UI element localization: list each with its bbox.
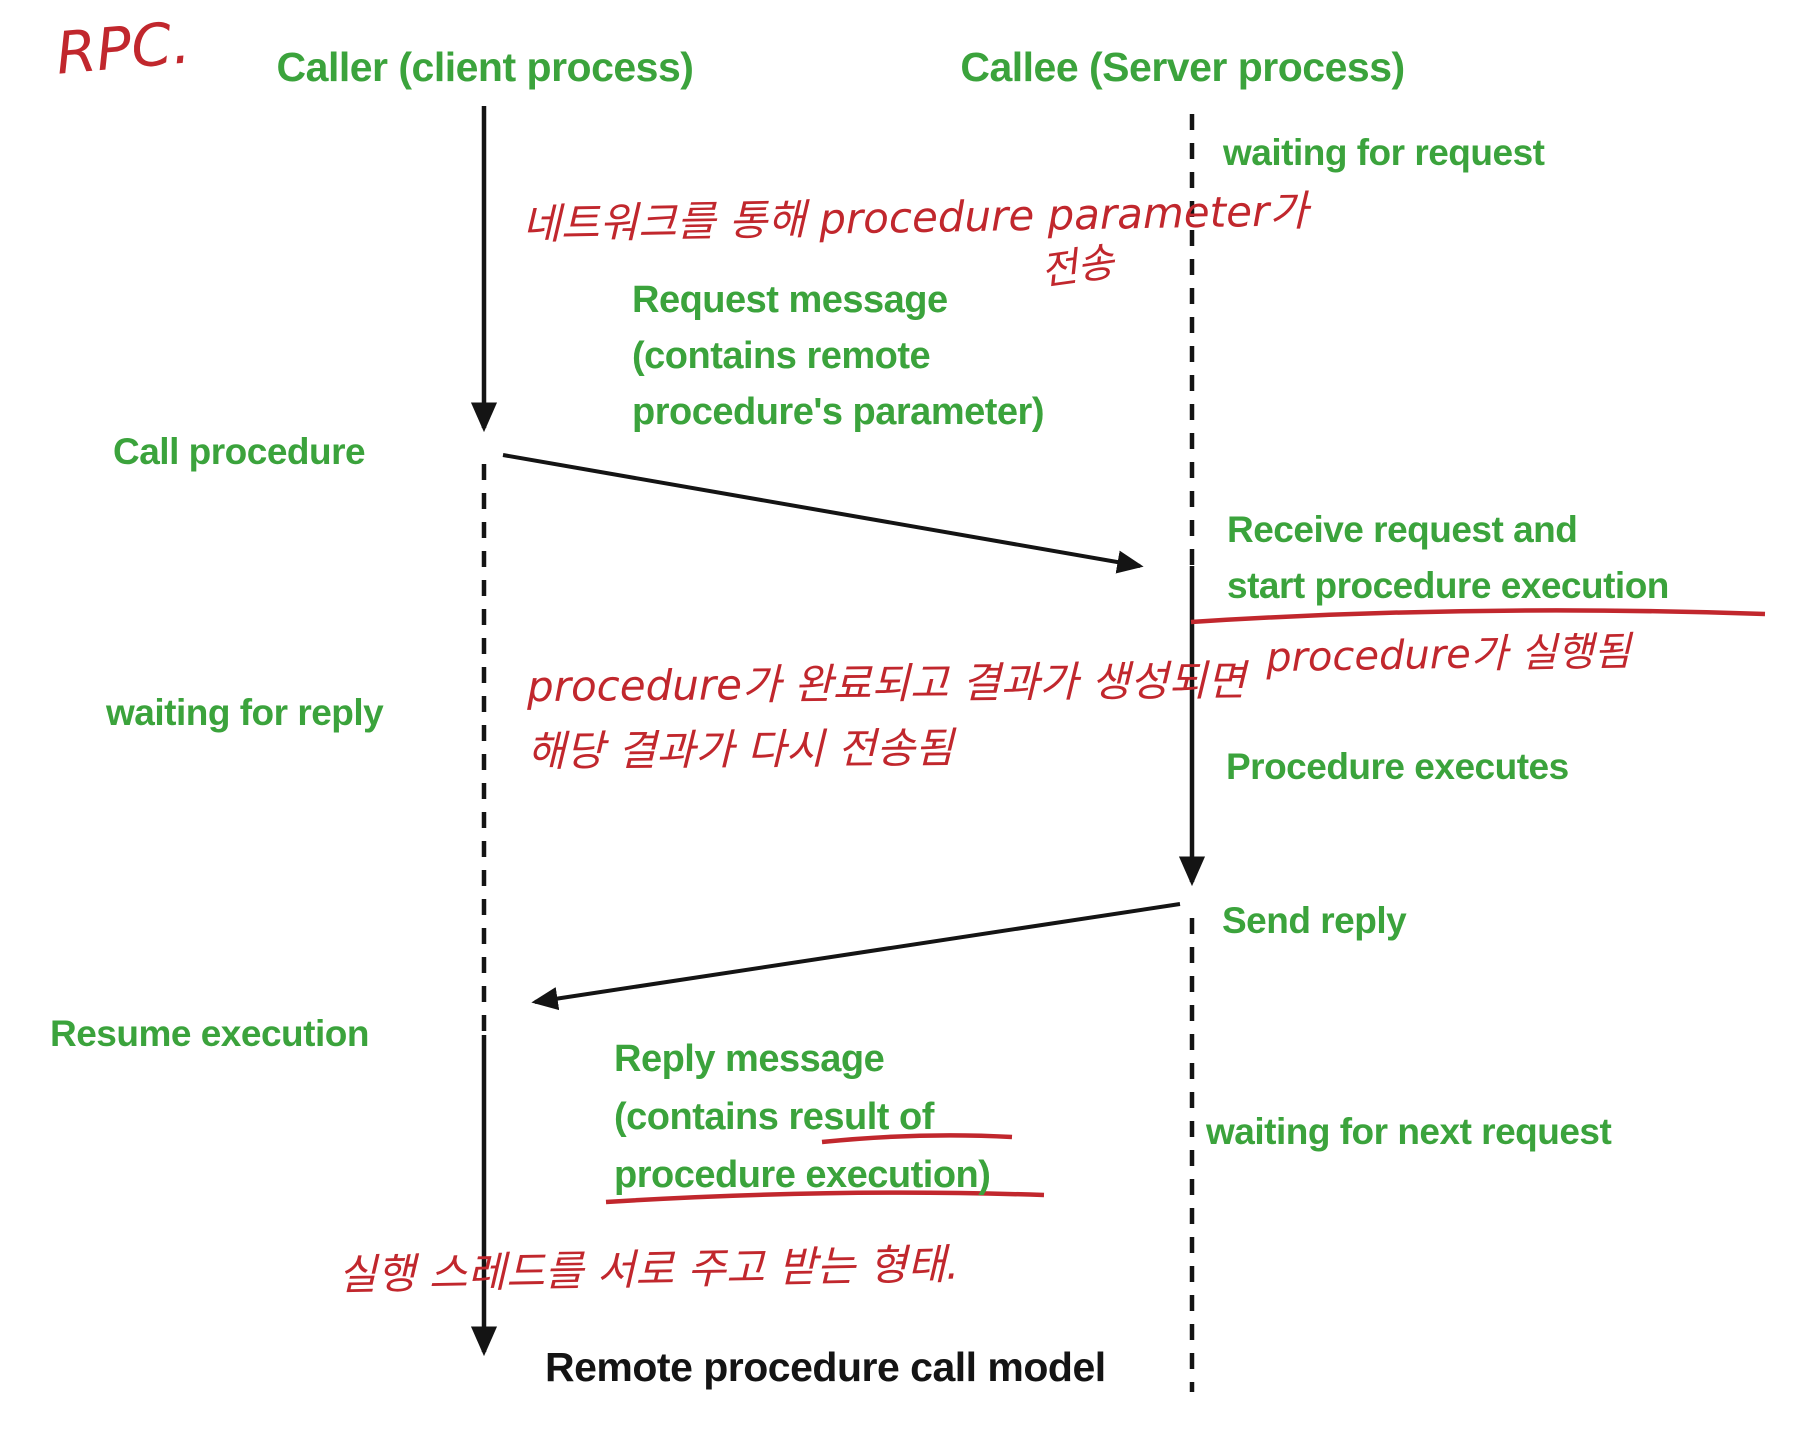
request-message-arrow [502, 453, 1144, 574]
callee-header: Callee (Server process) [960, 44, 1405, 90]
handwritten-note-procedure-running: procedure가 실행됨 [1265, 628, 1632, 682]
reply-message-text: Reply message (contains result of proced… [614, 1030, 991, 1204]
label-waiting-for-reply: waiting for reply [106, 692, 384, 733]
receive-request-line1: Receive request and [1227, 509, 1578, 550]
request-message-line2: (contains remote [632, 335, 931, 377]
handwritten-note-result-return-2: 해당 결과가 다시 전송됨 [526, 723, 954, 776]
diagram-caption: Remote procedure call model [545, 1344, 1106, 1390]
handwritten-note-network-transfer-2: 전송 [1037, 239, 1118, 295]
label-send-reply: Send reply [1222, 900, 1407, 941]
request-message-text: Request message (contains remote procedu… [632, 272, 1044, 440]
handwritten-title-rpc: RPC. [53, 8, 193, 88]
handwritten-note-thread-exchange: 실행 스레드를 서로 주고 받는 형태. [337, 1239, 960, 1300]
receive-request-line2: start procedure execution [1227, 565, 1669, 606]
label-call-procedure: Call procedure [113, 431, 366, 472]
label-procedure-executes: Procedure executes [1226, 746, 1569, 787]
label-receive-request: Receive request and start procedure exec… [1227, 502, 1669, 614]
red-underline-start-procedure-execution [1190, 608, 1766, 625]
red-underline-result-of [821, 1133, 1013, 1145]
reply-message-line3: procedure execution) [614, 1154, 991, 1196]
reply-message-line1: Reply message [614, 1038, 885, 1080]
reply-message-arrow [531, 902, 1181, 1011]
caller-header: Caller (client process) [276, 44, 694, 90]
label-waiting-for-next-request: waiting for next request [1206, 1111, 1612, 1152]
handwritten-note-result-return-1: procedure가 완료되고 결과가 생성되면 [526, 655, 1246, 712]
label-waiting-for-request: waiting for request [1223, 132, 1545, 173]
label-resume-execution: Resume execution [50, 1013, 369, 1054]
reply-message-line2: (contains result of [614, 1096, 934, 1138]
red-underline-procedure-execution [605, 1190, 1045, 1205]
request-message-line3: procedure's parameter) [632, 391, 1044, 433]
request-message-line1: Request message [632, 279, 948, 321]
